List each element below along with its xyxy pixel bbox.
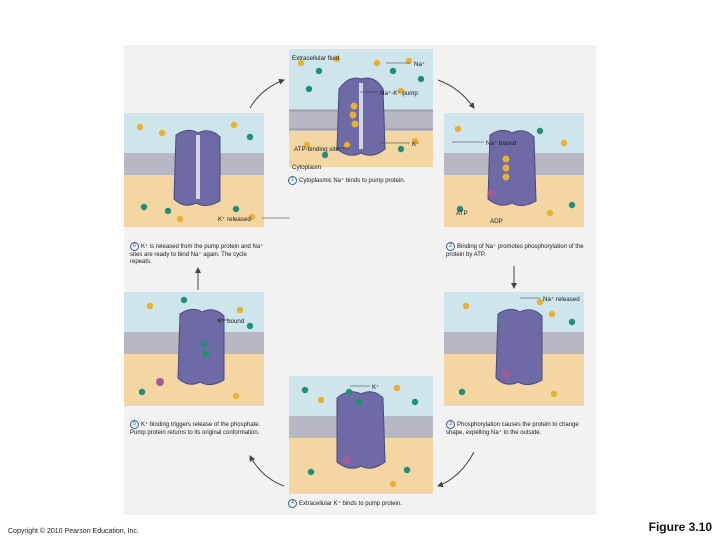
step-6-number: 6	[130, 242, 139, 251]
copyright-text: Copyright © 2010 Pearson Education, Inc.	[8, 528, 139, 535]
step-2-number: 2	[446, 242, 455, 251]
label-k-plus: K⁺	[412, 141, 420, 148]
step-1-text: Cytoplasmic Na⁺ binds to pump protein.	[299, 178, 406, 185]
k-binding-illustration	[289, 376, 433, 494]
label-atp: ATP	[456, 210, 468, 217]
panel-na-released	[444, 292, 584, 406]
label-na-released: Na⁺ released	[543, 296, 580, 303]
step-6-text: K⁺ is released from the pump protein and…	[130, 244, 264, 266]
label-na-plus: Na⁺	[414, 61, 426, 68]
na-released-illustration	[444, 292, 584, 406]
figure-label: Figure 3.10	[648, 520, 712, 534]
na-bound-illustration	[444, 113, 584, 227]
pump-overview-illustration	[289, 49, 433, 167]
step-1-number: 1	[288, 176, 297, 185]
label-cytoplasm: Cytoplasm	[292, 164, 322, 171]
panel-k-bound	[124, 292, 264, 406]
label-pump: Na⁺-K⁺ pump	[380, 90, 418, 97]
step-3-number: 3	[446, 420, 455, 429]
step-3-text: Phosphorylation causes the protein to ch…	[446, 422, 579, 436]
k-released-illustration	[124, 113, 264, 227]
step-5-text: K⁺ binding triggers release of the phosp…	[130, 422, 261, 436]
panel-pump-overview	[289, 49, 433, 167]
label-k-bound: K⁺ bound	[218, 318, 245, 325]
step-2-text: Binding of Na⁺ promotes phosphorylation …	[446, 244, 584, 258]
label-extracellular-fluid: Extracellular fluid	[292, 55, 340, 62]
step-4-number: 4	[288, 499, 297, 508]
label-k-released: K⁺ released	[218, 216, 251, 223]
panel-na-bound	[444, 113, 584, 227]
panel-k-binding	[289, 376, 433, 494]
step-5-number: 5	[130, 420, 139, 429]
label-atp-binding-site: ATP-binding site	[294, 146, 339, 153]
k-bound-illustration	[124, 292, 264, 406]
label-adp: ADP	[490, 218, 503, 225]
label-na-bound: Na⁺ bound	[486, 140, 517, 147]
panel-k-released	[124, 113, 264, 227]
label-k-plus-bottom: K⁺	[372, 384, 380, 391]
step-4-text: Extracellular K⁺ binds to pump protein.	[299, 501, 402, 508]
